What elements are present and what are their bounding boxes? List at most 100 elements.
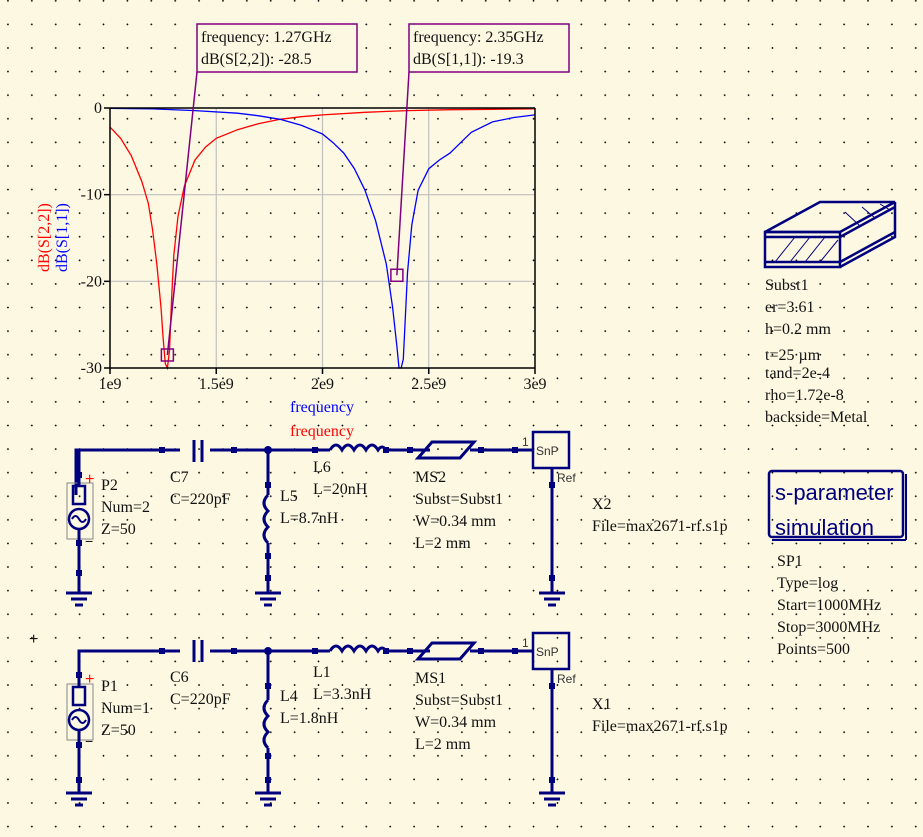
pin-dots — [76, 447, 555, 581]
marker-callout-box — [408, 23, 570, 73]
substrate-param: backside=Metal — [765, 409, 868, 426]
simulation-name: SP1 — [777, 553, 803, 570]
s-parameter-chart[interactable]: 1e9 1.5e9 2e9 2.5e9 3e9 0 -10 -20 -30 frequency:… — [36, 23, 570, 440]
cap-value: C=220pF — [170, 691, 231, 708]
marker-leader-line — [166, 71, 198, 356]
substrate-param: er=3.61 — [765, 299, 814, 316]
snp-name: X1 — [592, 696, 612, 713]
simulation-box — [767, 469, 905, 539]
plus-sign: + — [85, 471, 94, 488]
capacitor-c6[interactable] — [192, 640, 204, 662]
mstrip-length: L=2 mm — [415, 535, 471, 552]
y-tick-label: -30 — [81, 360, 102, 377]
shunt-ind-name: L4 — [280, 688, 298, 705]
marker-point — [160, 348, 175, 362]
mstrip-name: MS1 — [415, 670, 446, 687]
y-tick-label: 0 — [94, 100, 102, 117]
series-ind-value: L=3.3nH — [313, 686, 372, 703]
substrate-param: t=25 µm — [765, 347, 821, 364]
axis-ticks: 1e9 1.5e9 2e9 2.5e9 3e9 0 -10 -20 -30 — [81, 100, 547, 393]
capacitor-c7[interactable] — [192, 440, 204, 462]
substrate-param: h=0.2 mm — [765, 321, 831, 338]
mstrip-subst: Subst=Subst1 — [415, 491, 503, 508]
port-impedance: Z=50 — [101, 521, 136, 538]
x-tick-label: 1e9 — [98, 376, 121, 393]
ground-icon — [539, 791, 565, 807]
cap-name: C7 — [170, 469, 189, 486]
snp-block-x2[interactable]: SnP — [531, 430, 571, 470]
x-tick-label: 3e9 — [523, 376, 546, 393]
circuit-top: + − SnP 1 Ref — [66, 430, 728, 607]
series-ind-value: L=20nH — [313, 481, 368, 498]
y-axis-label-s22: dB(S[2,2]) — [36, 203, 53, 272]
x-tick-label: 2.5e9 — [411, 376, 446, 393]
series-line-db-s-1-1- — [109, 107, 536, 369]
simulation-param: Start=1000MHz — [777, 597, 881, 614]
y-tick-label: -10 — [81, 187, 102, 204]
inductor-l5[interactable] — [262, 493, 271, 545]
ground-icon — [255, 791, 281, 807]
snp-file: File=max2671-rf.s1p — [592, 518, 728, 535]
chart-grid — [110, 108, 535, 368]
snp-block-x1[interactable]: SnP — [531, 631, 571, 671]
x-tick-label: 2e9 — [311, 376, 334, 393]
mstrip-length: L=2 mm — [415, 736, 471, 753]
simulation-param: Type=log — [777, 575, 838, 592]
minus-sign: − — [85, 733, 93, 749]
substrate-subst1[interactable]: Subst1 er=3.61 h=0.2 mm t=25 µm tand=2e-… — [763, 200, 897, 426]
inductor-l1[interactable] — [328, 644, 388, 654]
marker-point — [390, 268, 404, 283]
svg-text:SnP: SnP — [536, 444, 559, 458]
snp-pin-label: 1 — [522, 435, 529, 449]
mstrip-subst: Subst=Subst1 — [415, 692, 503, 709]
shunt-ind-value: L=8.7nH — [280, 510, 339, 527]
plus-sign: + — [85, 671, 94, 688]
sparameter-simulation-sp1[interactable]: s-parameter simulation SP1 Type=log Star… — [767, 469, 907, 658]
marker-frequency-text: frequency: 1.27GHz — [201, 29, 332, 46]
ground-icon — [539, 591, 565, 607]
substrate-param: rho=1.72e-8 — [765, 387, 844, 404]
wire[interactable] — [74, 448, 180, 495]
port-num: Num=1 — [101, 700, 150, 717]
shunt-ind-value: L=1.8nH — [280, 710, 339, 727]
mstrip-width: W=0.34 mm — [415, 714, 497, 731]
inductor-l4[interactable] — [262, 698, 271, 750]
x-axis-label-blue: frequency — [290, 399, 354, 416]
simulation-title-line1: s-parameter — [775, 480, 894, 505]
snp-pin-label: 1 — [522, 636, 529, 650]
port-num: Num=2 — [101, 499, 150, 516]
snp-file: File=max2671-rf.s1p — [592, 718, 728, 735]
series-ind-name: L6 — [313, 459, 331, 476]
mstrip-name: MS2 — [415, 469, 446, 486]
simulation-title-line2: simulation — [775, 515, 874, 540]
series-ind-name: L1 — [313, 664, 331, 681]
port-name: P2 — [101, 477, 118, 494]
microstrip-ms1[interactable] — [414, 641, 478, 661]
port-impedance: Z=50 — [101, 722, 136, 739]
x-tick-label: 1.5e9 — [199, 376, 234, 393]
circuit-bottom: + + − — [29, 631, 728, 807]
series-layer — [109, 107, 536, 371]
substrate-icon — [763, 200, 897, 269]
ground-icon — [255, 591, 281, 607]
marker-callout-box — [196, 23, 358, 73]
inductor-l6[interactable] — [328, 443, 388, 453]
marker-leader-line — [396, 71, 410, 276]
snp-ref-label: Ref — [557, 471, 576, 485]
port-name: P1 — [101, 678, 118, 695]
y-tick-label: -20 — [81, 273, 102, 290]
y-axis-label-s11: dB(S[1,1]) — [54, 203, 71, 272]
marker-frequency-text: frequency: 2.35GHz — [413, 29, 544, 46]
simulation-param: Stop=3000MHz — [777, 619, 880, 636]
ground-icon — [66, 591, 92, 607]
cap-value: C=220pF — [170, 491, 231, 508]
substrate-name: Subst1 — [765, 277, 809, 294]
marker-value-text: dB(S[1,1]): -19.3 — [413, 51, 524, 68]
minus-sign: − — [85, 533, 93, 549]
origin-crosshair: + — [29, 631, 38, 648]
marker-2: frequency: 2.35GHz dB(S[1,1]): -19.3 — [390, 23, 570, 283]
microstrip-ms2[interactable] — [414, 440, 478, 460]
pin-dots — [76, 648, 555, 783]
